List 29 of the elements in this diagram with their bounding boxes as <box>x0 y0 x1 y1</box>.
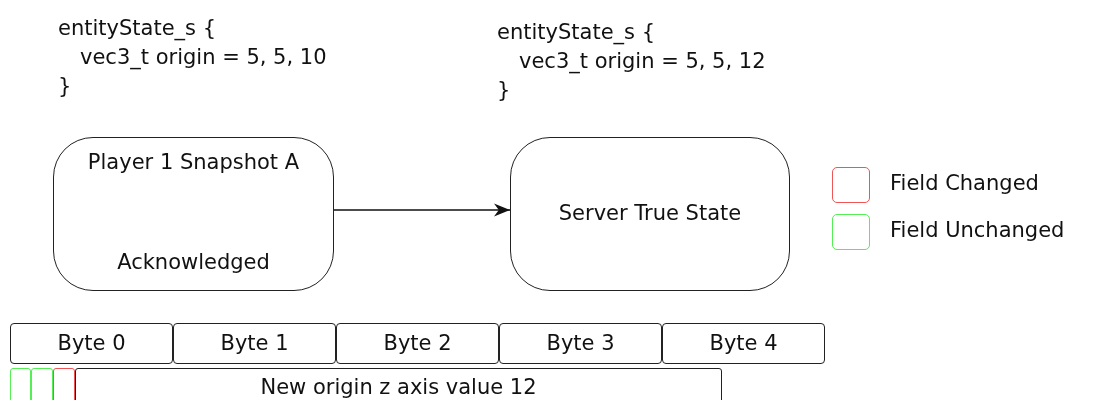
code-line: vec3_t origin = 5, 5, 12 <box>518 48 766 76</box>
legend-label: Field Unchanged <box>890 218 1065 242</box>
code-line: } <box>497 77 512 104</box>
cell-text: Byte 3 <box>545 330 616 355</box>
code-line: entityState_s { <box>497 19 657 47</box>
field-marker <box>53 368 75 400</box>
box-text: Acknowledged <box>116 250 271 274</box>
box-title: Player 1 Snapshot A <box>86 150 301 174</box>
code-line: } <box>58 73 73 100</box>
state-box <box>510 137 790 291</box>
field-bar <box>75 368 722 400</box>
arrow <box>333 203 511 217</box>
code-line: vec3_t origin = 5, 5, 10 <box>79 44 327 72</box>
byte-cell <box>336 323 499 364</box>
field-marker <box>31 368 53 400</box>
cell-text: Byte 1 <box>219 330 290 355</box>
field-marker <box>10 368 31 400</box>
cell-text: Byte 2 <box>382 330 453 355</box>
cell-text: New origin z axis value 12 <box>259 375 538 399</box>
cell-text: Byte 4 <box>708 330 779 355</box>
byte-cell <box>662 323 825 364</box>
state-box <box>53 137 334 291</box>
byte-cell <box>499 323 662 364</box>
code-line: entityState_s { <box>58 15 218 43</box>
byte-cell <box>173 323 336 364</box>
cell-text: Byte 0 <box>56 330 127 355</box>
box-title: Server True State <box>557 201 743 225</box>
byte-cell <box>10 323 173 364</box>
legend-label: Field Changed <box>890 171 1039 195</box>
